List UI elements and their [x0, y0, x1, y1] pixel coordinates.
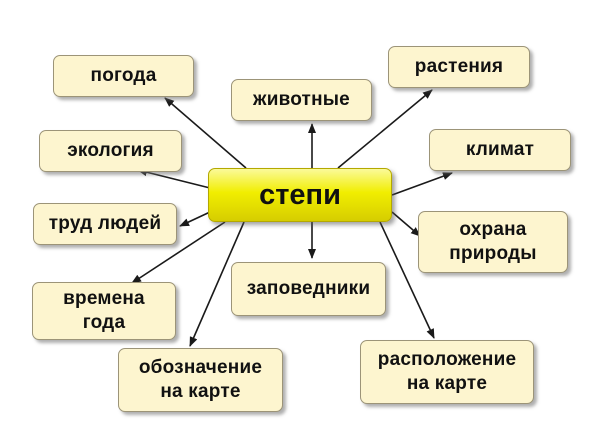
node-trud[interactable]: труд людей	[33, 203, 177, 245]
node-label: растения	[414, 55, 504, 77]
arrow-to-okhrana	[391, 211, 421, 237]
node-pogoda[interactable]: погода	[53, 55, 194, 97]
node-label-line: года	[82, 312, 126, 333]
node-vremena[interactable]: времена года	[32, 282, 176, 340]
arrow-to-klimat	[391, 172, 453, 196]
arrow-to-trud	[179, 211, 211, 227]
node-label-line: природы	[449, 243, 537, 264]
node-ekologiya[interactable]: экология	[39, 130, 182, 172]
arrow-to-pogoda	[164, 97, 247, 169]
node-text: охрана природы	[449, 218, 536, 267]
arrow-to-vremena	[131, 221, 226, 284]
node-text: времена года	[63, 287, 145, 336]
node-text: обозначение на карте	[139, 356, 262, 405]
node-zhivotnye[interactable]: животные	[231, 79, 372, 121]
arrow-to-ekologiya	[137, 168, 211, 189]
node-label: климат	[465, 138, 535, 160]
node-label-line: охрана	[459, 218, 527, 240]
node-oboznachenie[interactable]: обозначение на карте	[118, 348, 283, 412]
node-label: погода	[90, 64, 157, 86]
node-label: труд людей	[48, 212, 162, 234]
node-klimat[interactable]: климат	[429, 129, 571, 171]
node-rasteniya[interactable]: растения	[388, 46, 530, 88]
node-label-line: времена	[63, 287, 145, 309]
node-label-line: обозначение	[138, 356, 263, 378]
node-label-line: на карте	[160, 381, 241, 402]
node-label: заповедники	[246, 277, 371, 299]
arrow-to-rasteniya	[337, 89, 433, 169]
node-label-line: на карте	[406, 373, 488, 394]
node-zapovedniki[interactable]: заповедники	[231, 262, 386, 316]
node-raspolozhenie[interactable]: расположение на карте	[360, 340, 534, 404]
central-topic[interactable]: степи	[208, 168, 392, 222]
arrow-to-raspolozhenie	[379, 221, 435, 339]
node-text: расположение на карте	[378, 348, 516, 397]
node-okhrana[interactable]: охрана природы	[418, 211, 568, 273]
node-label: экология	[67, 139, 154, 161]
node-label-line: расположение	[377, 348, 517, 370]
arrow-to-oboznachenie	[189, 221, 245, 347]
node-label: животные	[253, 88, 350, 110]
